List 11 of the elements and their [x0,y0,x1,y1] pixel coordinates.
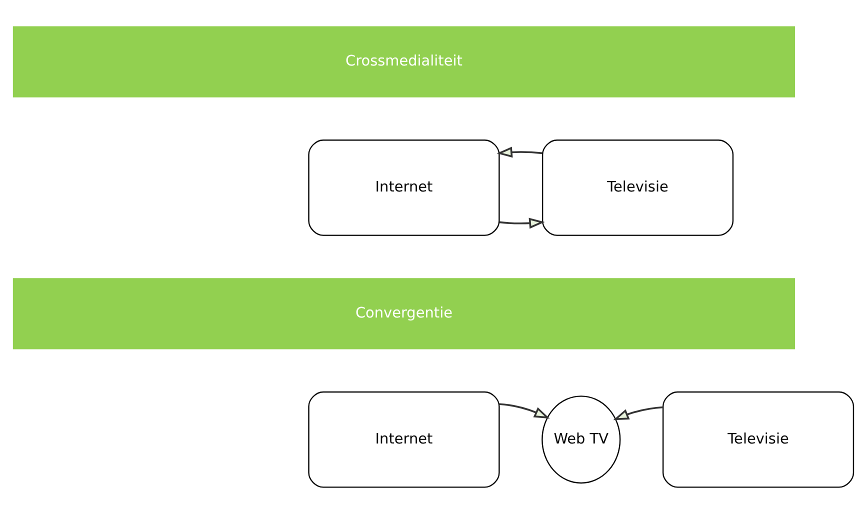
node-box: Televisie [662,391,854,488]
node-box: Convergentie [12,278,796,350]
node-ellipse: Web TV [542,396,621,484]
node-box: Crossmedialiteit [12,26,796,98]
node-box: Televisie [542,140,734,236]
arrow [499,403,550,419]
arrow [613,406,664,420]
arrow [496,146,542,158]
arrow [499,218,545,229]
node-box: Internet [308,391,500,488]
node-box: Internet [308,140,500,236]
